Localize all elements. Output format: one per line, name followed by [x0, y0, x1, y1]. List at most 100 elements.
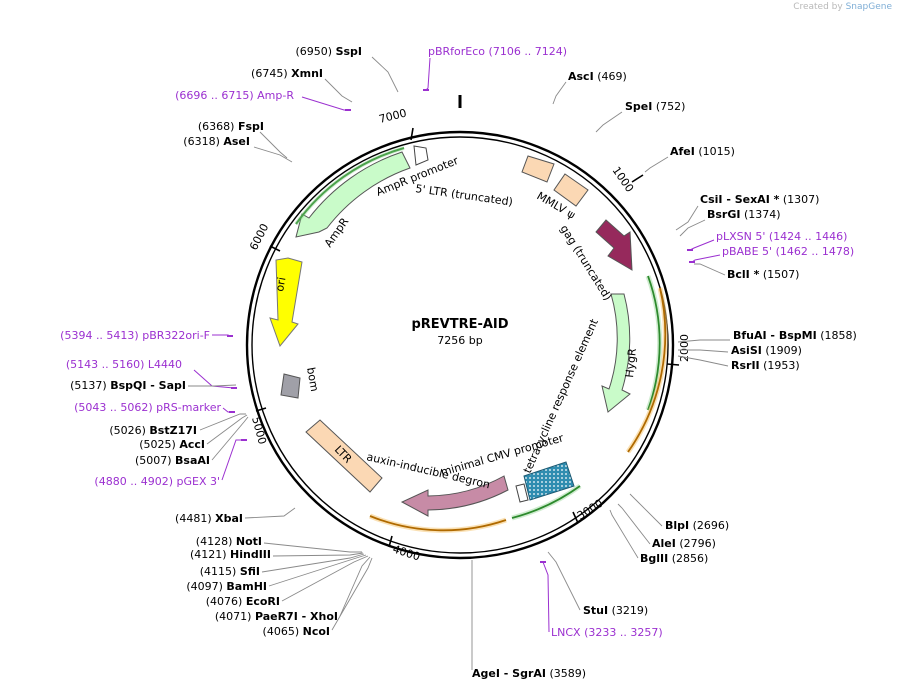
leader-line-alei [617, 503, 651, 545]
leader-line-fspi [259, 131, 288, 159]
site-name-asisi: AsiSI [731, 344, 762, 357]
site-name-spei: SpeI [625, 100, 652, 113]
backbone [245, 130, 675, 560]
site-label-ncoi: (4065) NcoI [263, 625, 330, 638]
site-label-bspqi-sapi: (5137) BspQI - SapI [70, 379, 186, 392]
label-5ltr-truncated: 5' LTR (truncated) [415, 182, 514, 209]
leader-line-acci [206, 414, 248, 445]
site-label-ecori: (4076) EcoRI [206, 595, 280, 608]
tick-label-4000: 4000 [391, 542, 422, 563]
site-name-acci: AccI [179, 438, 205, 451]
site-pos-afei: (1015) [698, 145, 735, 158]
site-pos-sspi: (6950) [295, 45, 332, 58]
leader-line-noti [263, 542, 362, 553]
site-pos-rsrii: (1953) [763, 359, 800, 372]
site-name-pbr322ori-f: pBR322ori-F [142, 329, 210, 342]
site-pos-pbrforeco: (7106 .. 7124) [489, 45, 568, 58]
leader-line-pbrforeco [425, 57, 431, 91]
site-label-pbr322ori-f: (5394 .. 5413) pBR322ori-F [60, 329, 210, 342]
site-pos-prs-marker: (5043 .. 5062) [74, 401, 153, 414]
site-label-amp-r: (6696 .. 6715) Amp-R [175, 89, 294, 102]
leader-line-bfuai-bspmi [677, 339, 730, 343]
feature-ampr-promoter-arrow [413, 145, 429, 166]
site-label-asisi: AsiSI (1909) [731, 344, 802, 357]
leader-line-stui [547, 551, 581, 611]
site-pos-paer7i-xhoi: (4071) [215, 610, 252, 623]
site-label-sfii: (4115) SfiI [200, 565, 260, 578]
site-label-plxsn-5: pLXSN 5' (1424 .. 1446) [716, 230, 847, 243]
leader-line-ncoi [331, 557, 373, 631]
tick-label-1000: 1000 [610, 164, 637, 194]
label-ori: ori [273, 276, 288, 292]
leader-line-bsaai [211, 416, 249, 461]
site-pos-ncoi: (4065) [263, 625, 300, 638]
site-label-bfuai-bspmi: BfuAI - BspMI (1858) [733, 329, 857, 342]
leader-line-hindiii [272, 552, 364, 557]
tick-label-3000: 3000 [575, 497, 606, 523]
site-pos-ecori: (4076) [206, 595, 243, 608]
site-name-sfii: SfiI [240, 565, 260, 578]
leader-line-rsrii [677, 355, 729, 367]
site-pos-csii-sexai: (1307) [783, 193, 820, 206]
features [269, 145, 668, 533]
leader-line-paer7i-xhoi [339, 556, 371, 617]
site-label-sspi: (6950) SspI [295, 45, 362, 58]
site-name-sspi: SspI [336, 45, 362, 58]
tick-1000: 1000 [610, 164, 644, 195]
site-pos-spei: (752) [656, 100, 686, 113]
site-pos-acci: (5025) [139, 438, 176, 451]
site-name-afei: AfeI [670, 145, 695, 158]
leader-line-xbai [244, 507, 296, 519]
site-name-amp-r: Amp-R [257, 89, 294, 102]
site-label-xmni: (6745) XmnI [251, 67, 323, 80]
site-name-ecori: EcoRI [246, 595, 280, 608]
snapgene-watermark: Created by SnapGene [793, 2, 892, 12]
feature-5ltr-truncated [521, 155, 555, 183]
site-label-pgex-3: (4880 .. 4902) pGEX 3' [94, 475, 220, 488]
tick-label-6000: 6000 [247, 222, 271, 253]
site-pos-noti: (4128) [196, 535, 233, 548]
site-name-rsrii: RsrII [731, 359, 760, 372]
site-pos-pgex-3: (4880 .. 4902) [94, 475, 173, 488]
site-label-pbrforeco: pBRforEco (7106 .. 7124) [428, 45, 567, 58]
watermark-prefix: Created by [793, 2, 843, 12]
site-pos-bspqi-sapi: (5137) [70, 379, 107, 392]
site-leader-lines [188, 56, 730, 670]
label-hygr: HygR [623, 347, 639, 378]
leader-line-bamhi [268, 554, 367, 587]
leader-line-afei [644, 156, 669, 173]
plasmid-length: 7256 bp [437, 334, 482, 347]
site-label-fspi: (6368) FspI [198, 120, 264, 133]
site-label-noti: (4128) NotI [196, 535, 262, 548]
site-name-bfuai-bspmi: BfuAI - BspMI [733, 329, 817, 342]
site-label-rsrii: RsrII (1953) [731, 359, 800, 372]
site-pos-fspi: (6368) [198, 120, 235, 133]
site-label-bstz17i: (5026) BstZ17I [109, 424, 197, 437]
site-label-xbai: (4481) XbaI [175, 512, 243, 525]
feature-tre [523, 461, 575, 501]
site-name-prs-marker: pRS-marker [156, 401, 221, 414]
tick-4000: 4000 [388, 535, 422, 564]
site-pos-pbabe-5: (1462 .. 1478) [776, 245, 855, 258]
site-label-lncx: LNCX (3233 .. 3257) [551, 626, 663, 639]
leader-line-blpi [629, 493, 663, 527]
site-label-hindiii: (4121) HindIII [190, 548, 271, 561]
leader-line-bsrgi [679, 219, 706, 237]
site-name-bglii: BglII [640, 552, 668, 565]
site-name-plxsn-5: pLXSN 5' [716, 230, 765, 243]
site-label-bglii: BglII (2856) [640, 552, 708, 565]
site-pos-amp-r: (6696 .. 6715) [175, 89, 254, 102]
tick-label-7000: 7000 [378, 107, 408, 126]
site-pos-stui: (3219) [612, 604, 649, 617]
leader-line-bglii [609, 509, 639, 559]
site-pos-l4440: (5143 .. 5160) [66, 358, 145, 371]
site-name-pgex-3: pGEX 3' [176, 475, 220, 488]
site-label-bsrgi: BsrGI (1374) [707, 208, 781, 221]
site-pos-hindiii: (4121) [190, 548, 227, 561]
leader-line-plxsn-5 [689, 239, 715, 251]
site-pos-bamhi: (4097) [186, 580, 223, 593]
site-pos-agei-sgrai: (3589) [550, 667, 587, 680]
site-pos-bstz17i: (5026) [109, 424, 146, 437]
feature-hygr-arrow [601, 293, 631, 413]
